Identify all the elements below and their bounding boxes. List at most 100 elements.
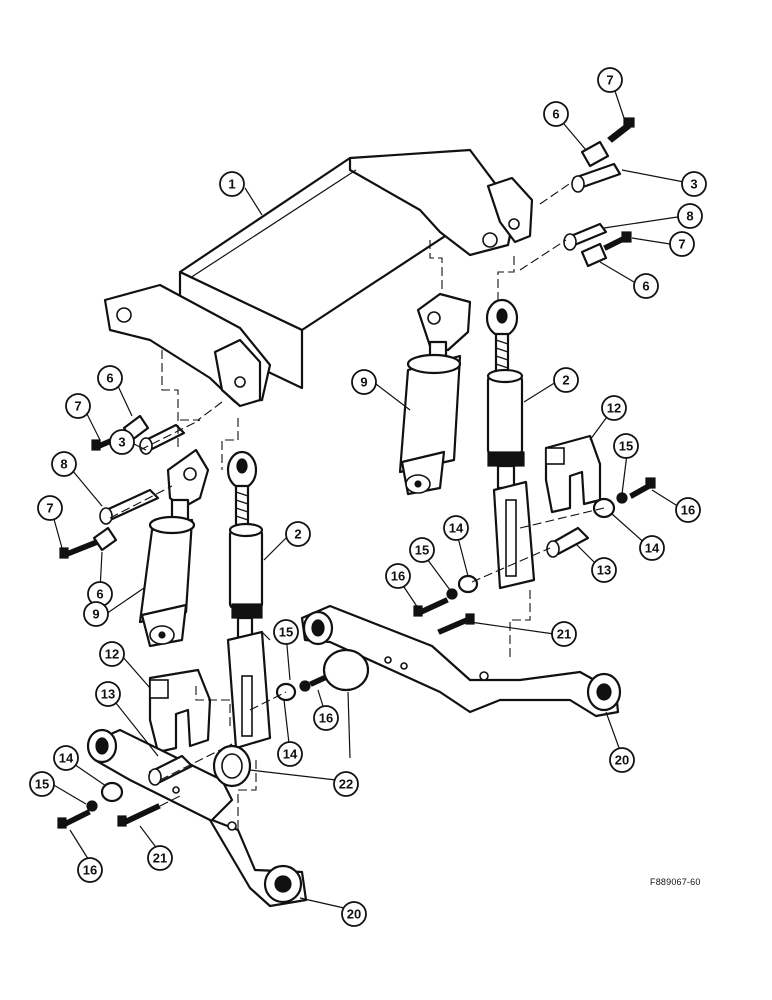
callout-circle [669, 231, 695, 257]
callout-label: 3 [690, 177, 697, 192]
callout-circle [409, 537, 435, 563]
callout-15: 15 [273, 619, 299, 645]
callout-label: 2 [294, 527, 301, 542]
callout-7: 7 [65, 393, 91, 419]
callout-14: 14 [277, 741, 303, 767]
callout-label: 20 [347, 907, 361, 922]
callout-circle [639, 535, 665, 561]
callout-label: 6 [106, 371, 113, 386]
callout-21: 21 [147, 845, 173, 871]
left-lift-cylinder [138, 448, 210, 648]
callout-6: 6 [633, 273, 659, 299]
callout-14: 14 [53, 745, 79, 771]
callout-circle [601, 395, 627, 421]
callout-label: 3 [118, 435, 125, 450]
callout-circle [109, 429, 135, 455]
callout-label: 6 [552, 107, 559, 122]
callout-2: 2 [553, 367, 579, 393]
callout-label: 14 [59, 751, 74, 766]
callout-label: 6 [96, 587, 103, 602]
assembly-lines [109, 181, 605, 830]
callout-7: 7 [669, 231, 695, 257]
callout-circle [77, 857, 103, 883]
callout-2: 2 [285, 521, 311, 547]
callout-16: 16 [77, 857, 103, 883]
callout-7: 7 [597, 67, 623, 93]
callout-circle [553, 367, 579, 393]
callout-label: 14 [449, 521, 464, 536]
callout-label: 21 [153, 851, 167, 866]
callout-circle [385, 563, 411, 589]
callout-label: 2 [562, 373, 569, 388]
callout-16: 16 [313, 705, 339, 731]
callout-label: 15 [619, 439, 633, 454]
callout-15: 15 [409, 537, 435, 563]
right-lower-link [300, 604, 622, 718]
callout-15: 15 [613, 433, 639, 459]
callout-circle [341, 901, 367, 927]
callout-label: 21 [557, 627, 571, 642]
callout-circle [219, 171, 245, 197]
callout-9: 9 [83, 601, 109, 627]
callout-label: 15 [415, 543, 429, 558]
callout-circle [677, 203, 703, 229]
callout-label: 8 [60, 457, 67, 472]
callout-12: 12 [601, 395, 627, 421]
callout-circle [273, 619, 299, 645]
callout-circle [681, 171, 707, 197]
callout-circle [543, 101, 569, 127]
callout-label: 7 [678, 237, 685, 252]
callout-circle [97, 365, 123, 391]
callout-label: 22 [339, 777, 353, 792]
callout-22: 22 [333, 771, 359, 797]
callout-circle [53, 745, 79, 771]
callouts: 1 3 6 7 8 7 6 2 9 12 15 16 14 13 14 15 1… [29, 67, 707, 927]
left-shim-plate [148, 668, 212, 754]
callout-circle [675, 497, 701, 523]
callout-circle [597, 67, 623, 93]
right-fasteners [413, 117, 656, 635]
callout-circle [443, 515, 469, 541]
callout-1: 1 [219, 171, 245, 197]
callout-circle [29, 771, 55, 797]
callout-8: 8 [677, 203, 703, 229]
callout-6: 6 [543, 101, 569, 127]
callout-circle [37, 495, 63, 521]
callout-label: 14 [645, 541, 660, 556]
figure-code: F889067-60 [650, 877, 701, 887]
callout-8: 8 [51, 451, 77, 477]
callout-label: 7 [46, 501, 53, 516]
cross-beam [103, 148, 534, 408]
callout-14: 14 [443, 515, 469, 541]
left-lower-link [86, 728, 308, 908]
callout-label: 14 [283, 747, 298, 762]
callout-7: 7 [37, 495, 63, 521]
callout-6: 6 [97, 365, 123, 391]
callout-label: 16 [391, 569, 405, 584]
right-shim-plate [544, 434, 602, 514]
callout-16: 16 [385, 563, 411, 589]
callout-label: 12 [607, 401, 621, 416]
right-lift-link [485, 298, 536, 590]
callout-21: 21 [551, 621, 577, 647]
callout-circle [351, 369, 377, 395]
callout-circle [613, 433, 639, 459]
callout-13: 13 [591, 557, 617, 583]
callout-3: 3 [681, 171, 707, 197]
callout-label: 16 [83, 863, 97, 878]
callout-15: 15 [29, 771, 55, 797]
callout-circle [591, 557, 617, 583]
callout-label: 16 [319, 711, 333, 726]
callout-label: 15 [35, 777, 49, 792]
callout-label: 16 [681, 503, 695, 518]
callout-circle [99, 641, 125, 667]
callout-20: 20 [609, 747, 635, 773]
right-lift-cylinder [398, 292, 472, 496]
callout-circle [277, 741, 303, 767]
callout-label: 6 [642, 279, 649, 294]
callout-16: 16 [675, 497, 701, 523]
callout-label: 9 [360, 375, 367, 390]
callout-circle [83, 601, 109, 627]
callout-12: 12 [99, 641, 125, 667]
